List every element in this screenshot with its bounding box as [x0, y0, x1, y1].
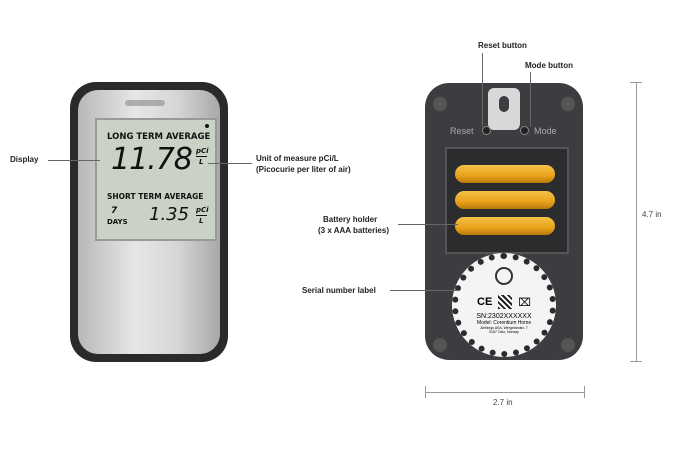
display-leader-line	[48, 160, 100, 161]
long-term-label: LONG TERM AVERAGE	[107, 132, 211, 142]
short-term-value: 1.35	[149, 204, 190, 225]
serial-callout: Serial number label	[302, 286, 376, 295]
screw-icon	[433, 338, 447, 352]
weee-bin-icon: ⌧	[518, 296, 531, 309]
aaa-battery	[455, 165, 555, 183]
model-text: Model: Corentium Home	[476, 320, 532, 326]
keyhole-icon	[499, 96, 509, 112]
lcd-display: LONG TERM AVERAGE 11.78 pCi L SHORT TERM…	[95, 118, 217, 241]
address-line1: Airthings ASA, Wergelandsv. 7	[480, 326, 528, 330]
mode-callout: Mode button	[525, 61, 573, 70]
mode-button[interactable]	[520, 126, 529, 135]
unit-leader-line	[208, 163, 252, 164]
width-tick-left	[425, 386, 426, 398]
mode-leader-line	[530, 72, 531, 126]
serial-leader-line	[390, 290, 460, 291]
reset-button[interactable]	[482, 126, 491, 135]
width-label: 2.7 in	[493, 398, 513, 407]
width-tick-right	[584, 386, 585, 398]
height-label: 4.7 in	[642, 210, 662, 219]
long-term-value: 11.78	[111, 142, 193, 177]
width-dimension-line	[425, 392, 585, 393]
unit-callout-line2: (Picocurie per liter of air)	[256, 165, 351, 174]
display-callout: Display	[10, 155, 39, 164]
serial-number: SN:2302XXXXXX	[476, 313, 532, 320]
aaa-battery	[455, 191, 555, 209]
days-value: 7	[111, 206, 118, 216]
reset-callout: Reset button	[478, 41, 527, 50]
unit-top-short: pCi	[196, 206, 209, 214]
unit-top: pCi	[196, 147, 209, 155]
unit-bottom: L	[199, 158, 204, 166]
unit-callout-line1: Unit of measure pCi/L	[256, 154, 339, 163]
unit-bottom-short: L	[199, 217, 204, 225]
brand-logo	[125, 100, 165, 106]
unit-divider	[196, 156, 207, 157]
indicator-dot	[205, 124, 209, 128]
screw-icon	[561, 97, 575, 111]
height-tick-bottom	[630, 361, 642, 362]
ce-mark: CE	[477, 296, 493, 308]
height-dimension-line	[636, 82, 637, 362]
reset-leader-line	[482, 53, 483, 127]
battery-callout-line2: (3 x AAA batteries)	[318, 226, 389, 235]
aaa-battery	[455, 217, 555, 235]
days-label: DAYS	[107, 218, 128, 226]
screw-icon	[433, 97, 447, 111]
battery-holder	[445, 147, 569, 254]
unit-divider-short	[196, 215, 207, 216]
mode-text: Mode	[534, 126, 557, 136]
address-line2: 0167 Oslo, Norway	[489, 330, 519, 334]
airthings-logo-icon	[495, 267, 513, 285]
screw-icon	[561, 338, 575, 352]
short-term-label: SHORT TERM AVERAGE	[107, 192, 204, 201]
serial-number-label: CE ⌧ SN:2302XXXXXX Model: Corentium Home…	[452, 253, 556, 357]
reset-text: Reset	[450, 126, 474, 136]
qr-code-icon	[498, 295, 513, 309]
battery-callout-line1: Battery holder	[323, 215, 378, 224]
height-tick-top	[630, 82, 642, 83]
battery-leader-line	[398, 224, 458, 225]
